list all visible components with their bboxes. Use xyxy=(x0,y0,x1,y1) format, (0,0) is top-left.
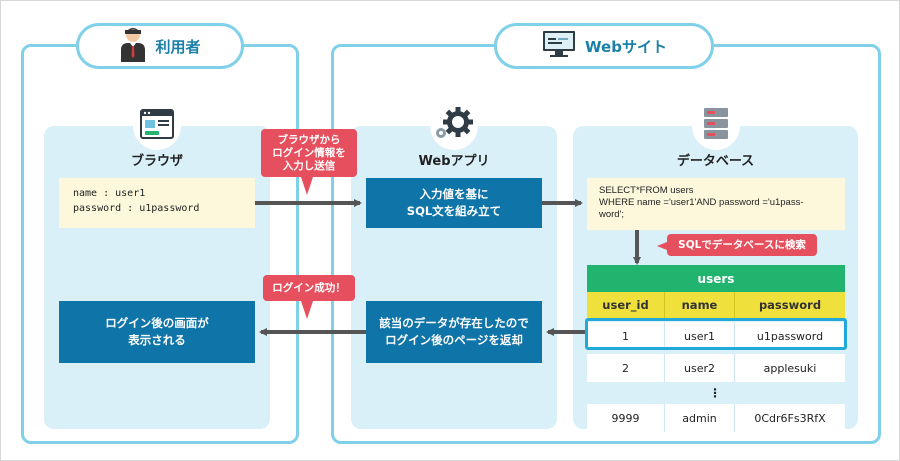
browser-panel-title: ブラウザ xyxy=(130,154,183,169)
table-ellipsis: ⋮ xyxy=(709,386,722,400)
browser-icon-circle xyxy=(133,102,181,150)
users-table-name: users xyxy=(587,265,845,292)
db-panel-title: データベース xyxy=(676,154,755,169)
table-row: 9999 admin 0Cdr6Fs3RfX xyxy=(587,404,845,432)
cell-user-id: 9999 xyxy=(587,404,665,432)
sql-line-1: SELECT*FROM users xyxy=(599,185,694,196)
return-page-line-1: 該当のデータが存在したので xyxy=(379,316,529,330)
app-icon-circle xyxy=(430,102,478,150)
app-panel: Webアプリ xyxy=(351,102,557,429)
callout-input-tail xyxy=(301,177,313,195)
users-table: users user_id name password 1 user1 u1pa… xyxy=(587,265,845,432)
cell-password: 0Cdr6Fs3RfX xyxy=(754,411,826,425)
gears-icon xyxy=(433,107,475,145)
sql-line-2: WHERE name ='user1'AND password ='u1pass… xyxy=(599,197,804,208)
return-page-line-2: ログイン後のページを返却 xyxy=(385,333,523,347)
return-page-step: 該当のデータが存在したので ログイン後のページを返却 xyxy=(366,301,542,363)
cell-password: applesuki xyxy=(763,361,817,375)
header-password: password xyxy=(758,298,822,312)
app-panel-title: Webアプリ xyxy=(418,154,490,169)
display-page-step: ログイン後の画面が 表示される xyxy=(59,301,255,363)
cell-user-id: 2 xyxy=(587,354,665,382)
user-zone-title: 利用者 xyxy=(76,23,244,69)
display-page-line-1: ログイン後の画面が xyxy=(105,316,209,330)
web-zone-title: Webサイト xyxy=(494,23,714,69)
users-table-header: user_id name password xyxy=(587,292,845,318)
browser-panel: ブラウザ xyxy=(44,102,270,429)
cell-name: admin xyxy=(665,404,735,432)
user-zone-label: 利用者 xyxy=(155,37,201,56)
build-sql-step: 入力値を基に SQL文を組み立て xyxy=(366,178,542,228)
cell-user-id: 1 xyxy=(587,322,665,350)
search-callout: SQLでデータベースに検索 xyxy=(667,234,817,256)
success-callout: ログイン成功！ xyxy=(263,275,355,301)
sql-query-box: SELECT*FROM users WHERE name ='user1'AND… xyxy=(587,178,845,230)
cell-name: user2 xyxy=(665,354,735,382)
header-user-id: user_id xyxy=(587,292,665,318)
input-callout-line-1: ブラウザから xyxy=(277,133,341,146)
sql-line-3: word'; xyxy=(599,209,625,220)
browser-window-icon xyxy=(140,109,174,143)
build-sql-line-2: SQL文を組み立て xyxy=(406,204,502,218)
table-row: 1 user1 u1password xyxy=(587,322,845,350)
callout-success-tail xyxy=(301,301,313,319)
cell-password: u1password xyxy=(756,329,824,343)
input-callout-line-3: 入力し送信 xyxy=(282,159,336,172)
table-row: 2 user2 applesuki xyxy=(587,354,845,382)
cell-name: user1 xyxy=(665,322,735,350)
input-callout-line-2: ログイン情報を xyxy=(272,146,346,159)
web-zone-label: Webサイト xyxy=(585,37,667,56)
user-person-icon xyxy=(119,26,147,66)
header-name: name xyxy=(665,292,735,318)
db-icon-circle xyxy=(691,102,740,150)
server-icon xyxy=(702,107,730,145)
login-password-line: password : u1password xyxy=(73,203,200,214)
input-callout: ブラウザから ログイン情報を 入力し送信 xyxy=(261,129,357,177)
login-form-box: name : user1 password : u1password xyxy=(59,178,255,228)
build-sql-line-1: 入力値を基に xyxy=(419,187,489,201)
matched-row-highlight xyxy=(585,318,847,350)
monitor-icon xyxy=(541,30,577,62)
login-name-line: name : user1 xyxy=(73,188,146,199)
display-page-line-2: 表示される xyxy=(128,333,186,347)
